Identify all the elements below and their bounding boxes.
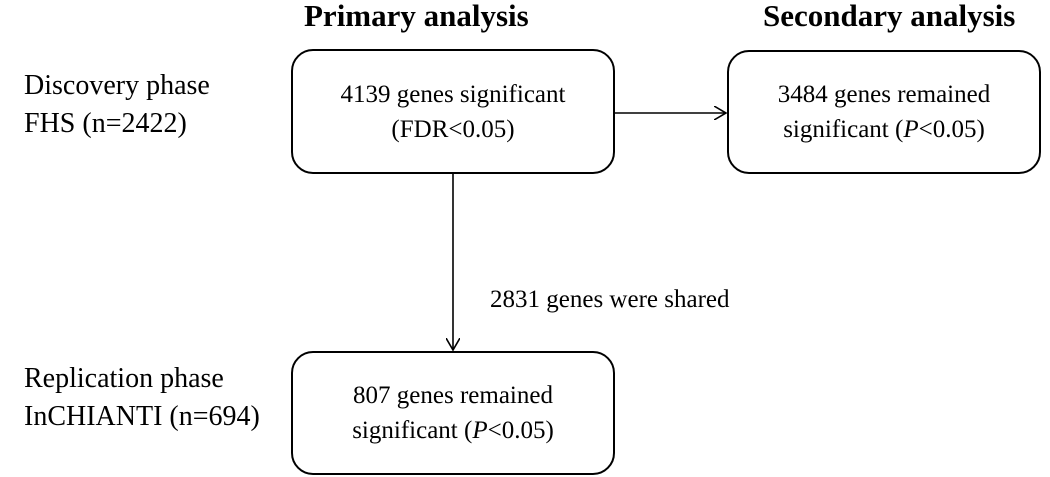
secondary-box-line2: significant (P<0.05) bbox=[783, 112, 985, 147]
replication-box-line2-suffix: <0.05) bbox=[487, 417, 554, 444]
replication-box-line2-prefix: significant ( bbox=[352, 417, 473, 444]
replication-box-line2: significant (P<0.05) bbox=[352, 413, 554, 448]
replication-box: 807 genes remained significant (P<0.05) bbox=[291, 351, 615, 475]
secondary-analysis-header: Secondary analysis bbox=[763, 0, 1016, 33]
primary-box-line2: (FDR<0.05) bbox=[391, 115, 515, 143]
discovery-phase-title: Discovery phase bbox=[24, 70, 210, 101]
secondary-analysis-box: 3484 genes remained significant (P<0.05) bbox=[727, 50, 1041, 174]
secondary-box-p-symbol: P bbox=[903, 116, 919, 143]
secondary-box-line2-prefix: significant ( bbox=[783, 116, 904, 143]
shared-genes-label: 2831 genes were shared bbox=[490, 286, 730, 313]
replication-phase-label: Replication phase InCHIANTI (n=694) bbox=[24, 360, 260, 436]
replication-phase-cohort: InCHIANTI (n=694) bbox=[24, 401, 260, 432]
replication-box-p-symbol: P bbox=[472, 417, 488, 444]
secondary-box-line1: 3484 genes remained bbox=[777, 81, 991, 108]
replication-box-line1: 807 genes remained bbox=[353, 382, 553, 409]
secondary-box-line2-suffix: <0.05) bbox=[918, 116, 985, 143]
discovery-phase-cohort: FHS (n=2422) bbox=[24, 108, 187, 139]
primary-analysis-header: Primary analysis bbox=[304, 0, 529, 33]
discovery-phase-label: Discovery phase FHS (n=2422) bbox=[24, 67, 210, 143]
primary-analysis-box: 4139 genes significant (FDR<0.05) bbox=[291, 49, 615, 174]
replication-phase-title: Replication phase bbox=[24, 363, 224, 394]
primary-box-line1: 4139 genes significant bbox=[340, 80, 566, 108]
